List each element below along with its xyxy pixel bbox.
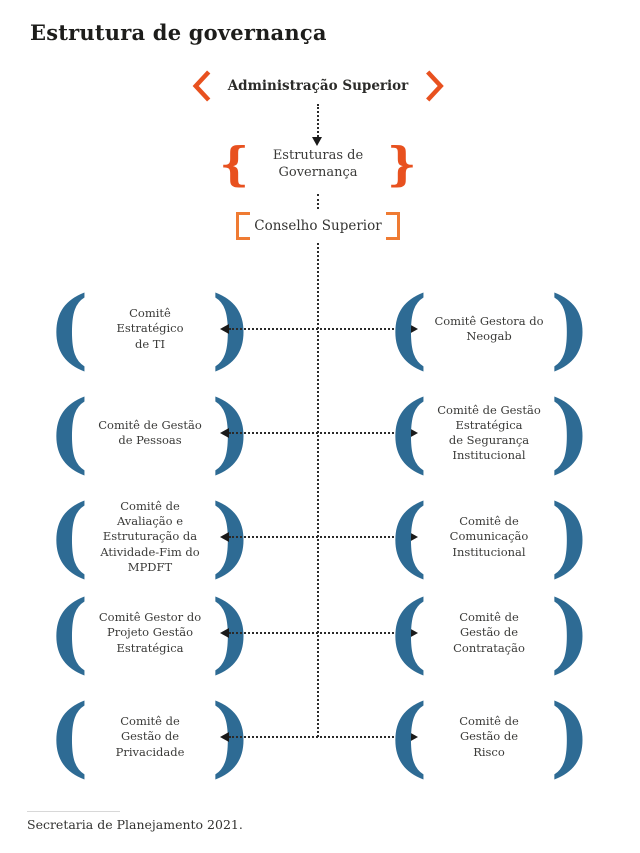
- paren-right-icon: ): [550, 278, 591, 380]
- arrow-right-icon: [409, 532, 418, 542]
- committee-label: Comitê de Gestão de Pessoas: [98, 417, 202, 447]
- arrow-left-icon: [220, 732, 229, 742]
- paren-left-icon: (: [387, 486, 428, 588]
- arrow-right-icon: [409, 628, 418, 638]
- node-estruturas-de-governanca: { Estruturas de Governança }: [219, 137, 417, 191]
- committee-gestora-do-neogab: ( Comitê Gestora do Neogab ): [387, 278, 591, 380]
- connector-row4-double-arrow: [220, 628, 418, 638]
- paren-left-icon: (: [48, 486, 89, 588]
- paren-left-icon: (: [48, 582, 89, 684]
- node-conselho-superior: Conselho Superior: [236, 212, 400, 240]
- connector-central-spine: [317, 243, 319, 737]
- connector-row1-double-arrow: [220, 324, 418, 334]
- committee-label: Comitê de Gestão de Risco: [459, 714, 519, 759]
- arrow-left-icon: [220, 428, 229, 438]
- paren-left-icon: (: [48, 278, 89, 380]
- committee-label: Comitê de Gestão de Contratação: [453, 610, 525, 655]
- brace-right-icon: }: [387, 137, 417, 191]
- committee-label: Comitê de Gestão Estratégica de Seguranç…: [437, 402, 541, 463]
- paren-right-icon: ): [550, 686, 591, 788]
- connector-top-dotted-line: [317, 104, 319, 137]
- arrow-down-icon: [312, 137, 322, 146]
- page-title: Estrutura de governança: [30, 20, 327, 45]
- arrow-right-icon: [409, 732, 418, 742]
- paren-left-icon: (: [387, 382, 428, 484]
- committee-label: Comitê de Gestão de Privacidade: [115, 714, 185, 759]
- footer-divider: [27, 811, 120, 812]
- arrow-right-icon: [409, 428, 418, 438]
- committee-label: Comitê Gestor do Projeto Gestão Estratég…: [98, 610, 202, 655]
- bracket-left-icon: [236, 212, 250, 240]
- paren-right-icon: ): [550, 382, 591, 484]
- arrow-left-icon: [220, 324, 229, 334]
- committee-gestao-de-privacidade: ( Comitê de Gestão de Privacidade ): [48, 686, 251, 788]
- committee-label: Comitê de Avaliação e Estruturação da At…: [100, 499, 200, 574]
- bracket-right-icon: [386, 212, 400, 240]
- paren-left-icon: (: [387, 582, 428, 684]
- node-administracao-superior: Administração Superior: [192, 70, 445, 102]
- connector-row2-double-arrow: [220, 428, 418, 438]
- brace-left-icon: {: [219, 137, 249, 191]
- node-estruturas-de-governanca-label: Estruturas de Governança: [272, 147, 364, 181]
- paren-left-icon: (: [387, 686, 428, 788]
- committee-label: Comitê Gestora do Neogab: [434, 313, 544, 343]
- committee-label: Comitê Estratégico de TI: [116, 306, 184, 351]
- paren-right-icon: ): [550, 582, 591, 684]
- paren-right-icon: ): [550, 486, 591, 588]
- chevron-left-icon: [192, 70, 211, 102]
- arrow-right-icon: [409, 324, 418, 334]
- connector-mid-dotted-line: [317, 194, 319, 209]
- committee-comunicacao-institucional: ( Comitê de Comunicação Institucional ): [387, 486, 591, 588]
- node-conselho-superior-label: Conselho Superior: [254, 218, 382, 234]
- paren-left-icon: (: [48, 382, 89, 484]
- committee-avaliacao-estruturacao-atividade-fim-mpdft: ( Comitê de Avaliação e Estruturação da …: [48, 486, 251, 588]
- connector-row3-double-arrow: [220, 532, 418, 542]
- arrow-left-icon: [220, 628, 229, 638]
- committee-gestao-de-risco: ( Comitê de Gestão de Risco ): [387, 686, 591, 788]
- committee-gestao-de-contratacao: ( Comitê de Gestão de Contratação ): [387, 582, 591, 684]
- connector-row5-double-arrow: [220, 732, 418, 742]
- arrow-left-icon: [220, 532, 229, 542]
- chevron-right-icon: [425, 70, 444, 102]
- paren-left-icon: (: [387, 278, 428, 380]
- source-caption: Secretaria de Planejamento 2021.: [27, 817, 243, 832]
- committee-gestao-estrategica-seguranca-institucional: ( Comitê de Gestão Estratégica de Segura…: [387, 382, 591, 484]
- node-administracao-superior-label: Administração Superior: [227, 78, 409, 94]
- paren-left-icon: (: [48, 686, 89, 788]
- committee-label: Comitê de Comunicação Institucional: [449, 514, 529, 559]
